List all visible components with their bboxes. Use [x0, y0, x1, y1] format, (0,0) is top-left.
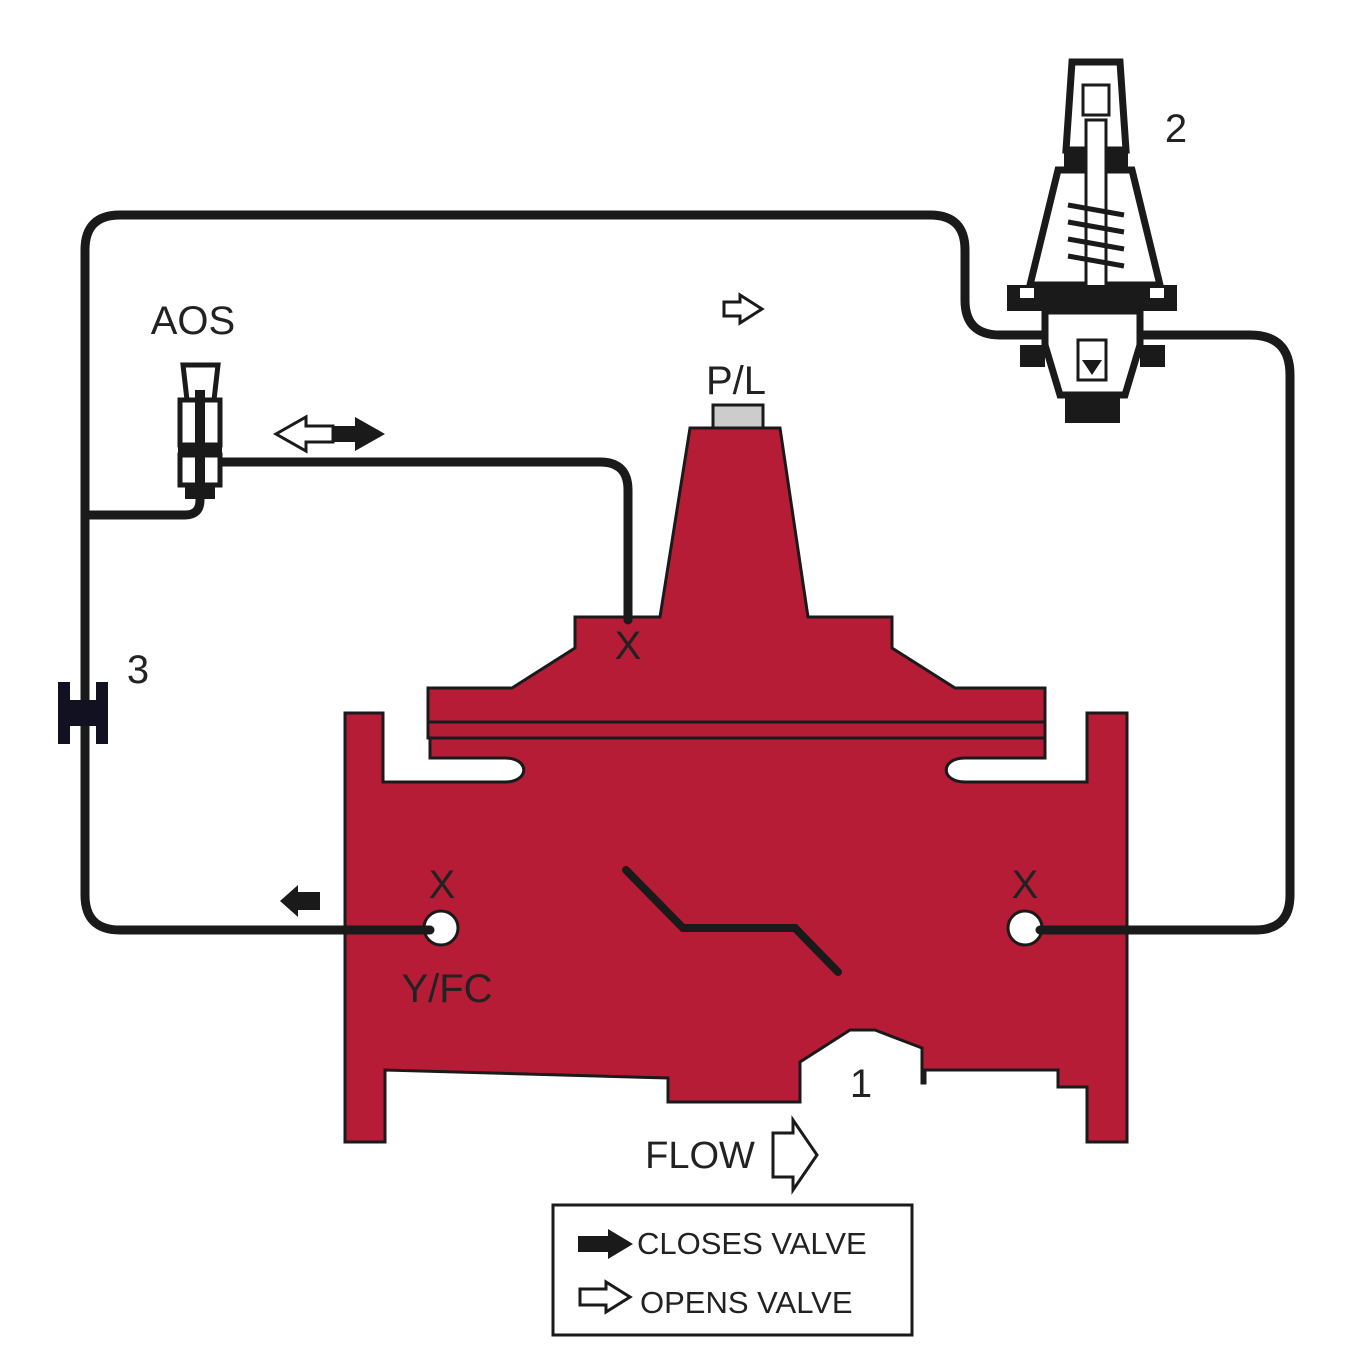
cover-x-label: X	[615, 624, 642, 668]
pressure-cap	[711, 403, 765, 430]
cock-number-label: 3	[127, 648, 149, 692]
legend: CLOSES VALVE OPENS VALVE	[551, 1203, 914, 1337]
valve-body	[343, 698, 1129, 1144]
flow-label: FLOW	[645, 1135, 755, 1177]
pipe-aos-cover	[215, 457, 633, 625]
outlet-x-label: X	[1012, 863, 1039, 907]
pl-label: P/L	[706, 359, 766, 403]
flow-arrow-icon	[771, 1115, 819, 1195]
inlet-closes-arrow-icon	[280, 885, 320, 917]
aos-double-arrow-icon	[272, 414, 385, 454]
legend-box	[551, 1203, 914, 1337]
hollow-arrow-icon	[578, 1279, 633, 1315]
aos-label: AOS	[151, 299, 235, 343]
pressure-pilot-valve	[1007, 58, 1177, 423]
valve-seat-line	[622, 866, 842, 976]
valve-number-label: 1	[850, 1062, 872, 1106]
valve-cover	[426, 426, 1047, 740]
pilot-number-label: 2	[1165, 107, 1187, 151]
piping	[80, 210, 1295, 935]
legend-closes-label: CLOSES VALVE	[637, 1226, 867, 1261]
pipe-aos-supply	[80, 475, 205, 520]
main-valve	[343, 403, 1129, 1144]
inlet-x-label: X	[429, 863, 456, 907]
pl-opens-arrow-icon	[722, 292, 765, 326]
yfc-label: Y/FC	[401, 967, 492, 1011]
legend-opens-label: OPENS VALVE	[640, 1285, 853, 1320]
solid-arrow-icon	[578, 1229, 633, 1259]
aos-device	[177, 362, 223, 499]
isolation-cock	[58, 682, 108, 744]
pipe-main-loop	[80, 210, 1295, 935]
